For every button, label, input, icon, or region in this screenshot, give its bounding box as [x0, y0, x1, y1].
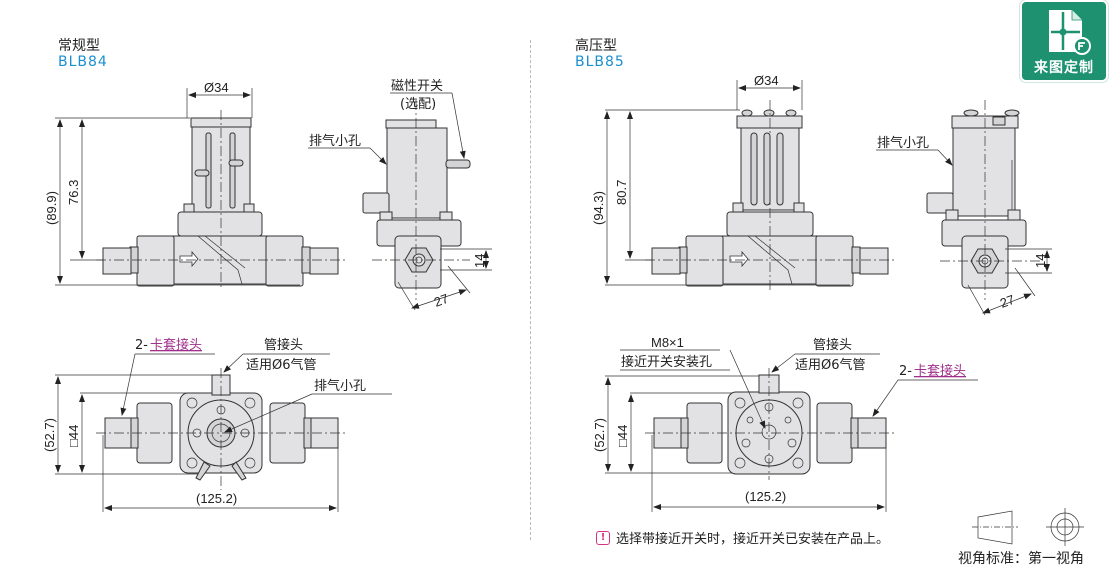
drawing-document-icon: [1049, 10, 1091, 55]
magnetic-switch-label: 磁性开关: [391, 79, 443, 94]
proximity-switch-note: ! 选择带接近开关时，接近开关已安装在产品上。: [596, 528, 889, 547]
left-section-model: BLB84: [58, 54, 108, 70]
custom-drawing-label: 来图定制: [1034, 60, 1094, 76]
left-section-title: 常规型: [58, 38, 100, 54]
left-side-dim-27: 27: [432, 291, 451, 310]
right-ferrule-prefix: 2-: [899, 364, 912, 379]
right-bottom-square: □44: [615, 425, 630, 447]
custom-drawing-button[interactable]: 来图定制: [1022, 2, 1106, 80]
first-angle-projection-symbol: [972, 508, 1084, 546]
left-ferrule-prefix: 2-: [135, 338, 148, 353]
right-section-title: 高压型: [575, 38, 617, 54]
right-side-view: [876, 100, 1052, 316]
right-ferrule-label[interactable]: 卡套接头: [914, 363, 966, 379]
right-side-dim-14: 14: [1033, 254, 1048, 268]
view-standard-label: 视角标准：第一视角: [958, 551, 1084, 567]
left-side-vent-label: 排气小孔: [309, 133, 361, 149]
section-divider: [530, 40, 531, 540]
left-front-diameter: Ø34: [204, 80, 229, 95]
left-bottom-height-total: (52.7): [42, 418, 57, 452]
magnetic-switch-note: (选配): [400, 97, 436, 112]
left-pipe-fitting-note: 适用Ø6气管: [246, 357, 317, 373]
note-text: 选择带接近开关时，接近开关已安装在产品上。: [616, 532, 890, 547]
right-bottom-width: (125.2): [745, 489, 786, 504]
left-bottom-square: □44: [66, 425, 81, 447]
left-front-view: [55, 88, 345, 290]
right-front-height-total: (94.3): [591, 191, 606, 225]
left-pipe-fitting-label: 管接头: [264, 337, 303, 353]
left-side-dim-14: 14: [472, 254, 487, 268]
right-front-diameter: Ø34: [754, 73, 779, 88]
left-side-view: [308, 92, 492, 311]
left-ferrule-label[interactable]: 卡套接头: [150, 337, 202, 353]
right-proximity-hole-label: 接近开关安装孔: [621, 354, 712, 370]
right-thread-label: M8×1: [651, 335, 684, 350]
right-front-view: [604, 80, 895, 290]
right-pipe-fitting-note: 适用Ø6气管: [795, 357, 866, 373]
right-bottom-height-total: (52.7): [592, 418, 607, 452]
left-front-height-center: 76.3: [66, 180, 81, 205]
right-bottom-view: [605, 349, 978, 512]
right-pipe-fitting-label: 管接头: [813, 337, 852, 353]
left-front-height-total: (89.9): [44, 191, 59, 225]
right-section-model: BLB85: [575, 54, 625, 70]
right-side-vent-label: 排气小孔: [877, 135, 929, 151]
right-side-dim-27: 27: [998, 292, 1017, 311]
exclamation-icon: !: [596, 530, 610, 545]
left-bottom-vent-label: 排气小孔: [314, 378, 366, 394]
right-front-height-center: 80.7: [614, 180, 629, 205]
left-bottom-view: [55, 353, 392, 512]
left-bottom-width: (125.2): [196, 491, 237, 506]
